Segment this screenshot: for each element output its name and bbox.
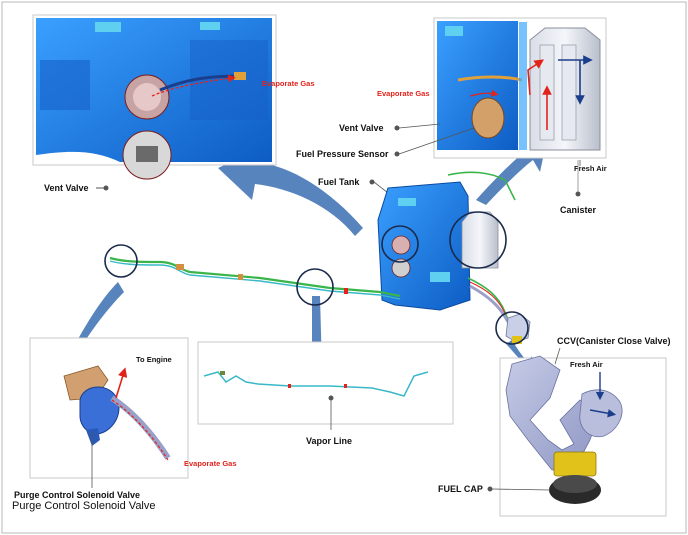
callout-arrow-vapor-line: [306, 296, 328, 382]
tank-pump-module: [391, 258, 411, 278]
ccv-valve-body: [579, 389, 623, 438]
evaporate-gas-flow-arrow: [469, 89, 499, 97]
gas-flow-arrow: [527, 59, 544, 96]
fuel-cap-top: [553, 475, 597, 493]
vapor-line-label: Vapor Line: [306, 436, 352, 446]
vent-hose-connector: [234, 72, 246, 80]
canister-chamber: [561, 44, 577, 141]
vent-valve-body: [133, 83, 161, 111]
evaporate-gas-label: Evaporate Gas: [262, 79, 315, 88]
vapor-line-clip: [238, 274, 243, 280]
fuel-cap-small: [512, 336, 522, 344]
leader-dot: [575, 191, 581, 197]
fuel-cap-label: FUEL CAP: [438, 484, 483, 494]
inset-purge-valve: To Engine Evaporate Gas: [29, 337, 237, 479]
inset-ccv: [499, 355, 667, 517]
purge-valve-port: [86, 428, 100, 446]
vapor-line-clip: [288, 384, 291, 388]
leader-dot: [394, 125, 400, 131]
leader-line: [398, 127, 475, 155]
callout-circle-ccv: [495, 311, 529, 345]
to-engine-arrow: [115, 367, 128, 399]
inset-tank-panel: [190, 40, 268, 120]
fuel-pressure-sensor-label: Fuel Pressure Sensor: [296, 149, 389, 159]
leader-line: [398, 123, 441, 129]
fresh-air-flow-arrow: [589, 409, 617, 418]
purge-hose: [110, 395, 171, 460]
purge-control-solenoid-valve: [79, 386, 120, 435]
leader-dot: [369, 179, 375, 185]
evaporate-gas-flow-arrow: [151, 74, 236, 97]
evaporate-gas-label: Evaporate Gas: [184, 459, 237, 468]
evaporate-gas-label: Evaporate Gas: [377, 89, 430, 98]
main-fuel-tank: [377, 171, 531, 344]
callout-circle-canister: [449, 211, 507, 269]
vapor-line-teal: [109, 260, 401, 300]
vent-valve-label-right: Vent Valve: [339, 123, 384, 133]
vent-pipe: [447, 171, 516, 201]
callout-circle-purge-valve: [104, 244, 138, 278]
main-canister: [461, 211, 499, 269]
vapor-hose: [457, 75, 523, 82]
filler-hose: [469, 284, 510, 323]
tank-vent-valve: [391, 235, 411, 255]
canister-label: Canister: [560, 205, 597, 215]
fresh-air-label-top: Fresh Air: [574, 164, 607, 173]
fuel-cap-neck: [553, 451, 597, 477]
fuel-pressure-sensor-body: [471, 97, 505, 139]
to-engine-label: To Engine: [136, 355, 172, 364]
ccv-hose-assembly: [505, 355, 601, 471]
inset-vapor-line: [197, 341, 454, 425]
inset-canister: Evaporate Gas: [377, 17, 607, 159]
vent-valve-label-left: Vent Valve: [44, 183, 89, 193]
tank-detail: [398, 198, 416, 206]
leader-dot: [487, 486, 493, 492]
inset-pipe: [519, 22, 527, 150]
leader-line: [491, 488, 551, 491]
fuel-tank-label: Fuel Tank: [318, 177, 360, 187]
leader-dot: [328, 395, 334, 401]
ccv-label: CCV(Canister Close Valve): [557, 336, 671, 346]
inset-vent-valve: Evaporate Gas: [32, 14, 315, 180]
filler-pipe-red: [469, 281, 507, 317]
vapor-line-clip: [220, 371, 225, 375]
tank-detail: [430, 272, 450, 282]
caption: Purge Control Solenoid Valve: [12, 500, 156, 512]
leader-line: [554, 347, 561, 365]
inset-tank-panel: [40, 60, 90, 110]
purge-gas-flow: [111, 399, 169, 461]
purge-control-solenoid-valve-label: Purge Control Solenoid Valve: [14, 490, 140, 500]
vapor-line-clip: [344, 288, 348, 294]
inset-tank-detail: [95, 22, 121, 32]
vapor-line-green: [109, 256, 401, 298]
vapor-line-clip: [344, 384, 347, 388]
inset-tank-detail: [200, 22, 220, 30]
inset-tank-detail: [445, 26, 463, 36]
pump-module-connector: [136, 146, 158, 162]
vapor-line-clip: [176, 264, 184, 270]
leader-dot: [103, 185, 109, 191]
callout-circle-vapor-line: [296, 268, 334, 306]
fresh-air-label-bottom: Fresh Air: [570, 360, 603, 369]
callout-arrow-vent-valve: [218, 148, 363, 236]
inset-vapor-line-frame: [197, 341, 454, 425]
callout-circle-vent-valve: [381, 225, 419, 263]
leader-dot: [394, 151, 400, 157]
